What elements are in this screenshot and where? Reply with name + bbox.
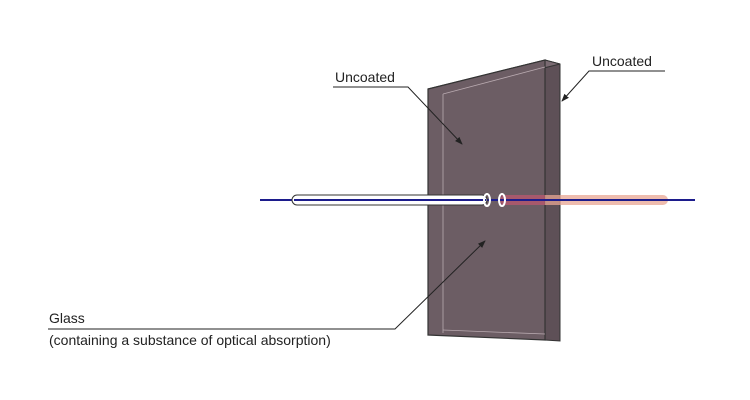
leader-lines bbox=[48, 70, 665, 330]
glass-note: (containing a substance of optical absor… bbox=[49, 332, 331, 348]
uncoated-side-label: Uncoated bbox=[592, 53, 652, 69]
uncoated-front-label: Uncoated bbox=[335, 69, 395, 85]
glass-label: Glass bbox=[49, 310, 85, 326]
